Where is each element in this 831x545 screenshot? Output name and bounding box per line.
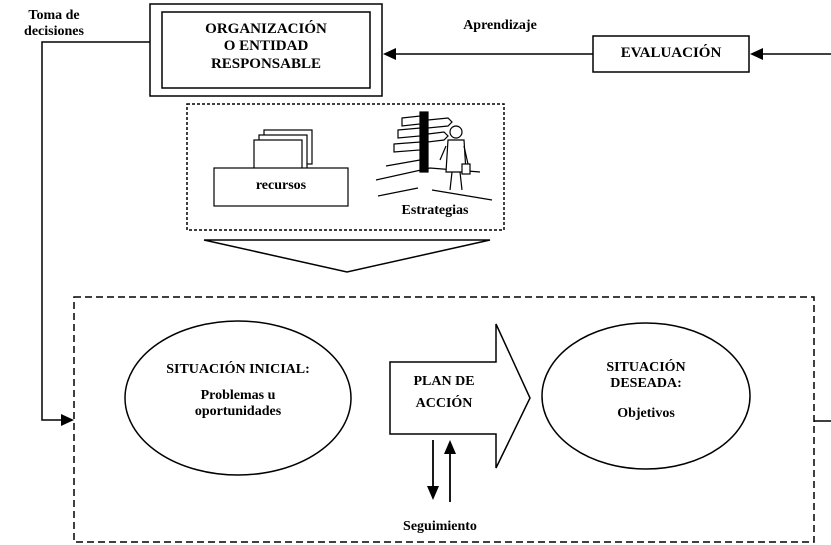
decision-label-line1: Toma de <box>28 8 80 23</box>
feedback-arrowhead <box>750 48 763 60</box>
desired-situation-line1: SITUACIÓN <box>606 360 686 375</box>
organization-label-line1: ORGANIZACIÓN <box>205 21 327 37</box>
funnel-triangle <box>203 239 491 273</box>
decision-label-line2: decisiones <box>24 24 84 40</box>
action-plan-line2: ACCIÓN <box>415 396 473 412</box>
organization-label-line3: RESPONSABLE <box>210 55 322 72</box>
estrategias-label: Estrategias <box>401 203 469 218</box>
desired-situation-line2: DESEADA: <box>610 376 682 392</box>
desired-situation-label: SITUACIÓN DESEADA: Objetivos <box>566 360 726 422</box>
monitoring-label: Seguimiento <box>403 519 477 534</box>
process-dashed-box <box>73 296 815 543</box>
initial-situation-title: SITUACIÓN INICIAL: <box>166 362 310 377</box>
initial-situation-label: SITUACIÓN INICIAL: Problemas u oportunid… <box>138 362 338 420</box>
decision-label: Toma de decisiones <box>0 8 108 40</box>
recursos-label: recursos <box>255 178 307 193</box>
organization-label-line2: O ENTIDAD <box>223 38 309 55</box>
evaluation-box <box>592 35 750 73</box>
decision-loop-arrowhead <box>61 414 74 426</box>
monitoring-up-arrowhead <box>444 440 456 454</box>
learning-label: Aprendizaje <box>463 18 537 33</box>
decision-loop-line <box>41 41 150 421</box>
desired-situation-ellipse <box>541 322 751 470</box>
crossroads-illustration <box>375 111 493 201</box>
initial-situation-sub1: Problemas u <box>200 388 276 404</box>
recursos-box <box>213 167 349 207</box>
monitoring-down-arrowhead <box>427 486 439 500</box>
organization-inner-box <box>161 11 371 89</box>
initial-situation-sub2: oportunidades <box>194 404 282 420</box>
action-plan-line1: PLAN DE <box>413 374 475 389</box>
evaluation-label: EVALUACIÓN <box>620 45 722 61</box>
initial-situation-ellipse <box>124 320 352 476</box>
action-plan-label: PLAN DE ACCIÓN <box>392 371 496 416</box>
objetivos-label: Objetivos <box>617 406 675 422</box>
organization-label: ORGANIZACIÓN O ENTIDAD RESPONSABLE <box>164 21 368 73</box>
action-plan-arrow <box>389 323 531 469</box>
learning-arrowhead <box>383 48 396 60</box>
